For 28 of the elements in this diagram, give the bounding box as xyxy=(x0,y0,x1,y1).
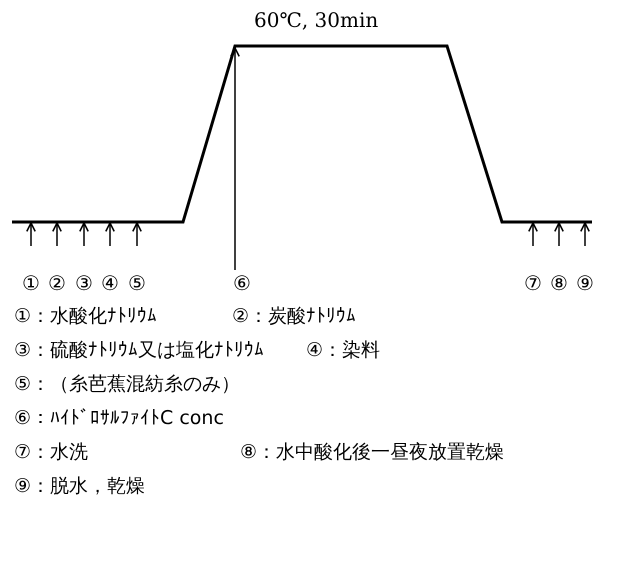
legend-note: ⑥：ﾊｲﾄﾞﾛｻﾙﾌｧｲﾄC conc xyxy=(14,406,224,430)
legend-note: ④：染料 xyxy=(306,338,380,362)
legend-note: ⑤：（糸芭蕉混紡糸のみ） xyxy=(14,372,240,396)
legend-note: ⑦：水洗 xyxy=(14,440,88,464)
arrow xyxy=(52,222,62,246)
step-number: ⑨ xyxy=(576,272,594,294)
legend-note: ③：硫酸ﾅﾄﾘｳﾑ又は塩化ﾅﾄﾘｳﾑ xyxy=(14,338,264,362)
step-number: ① xyxy=(22,272,40,294)
step-number: ⑦ xyxy=(524,272,542,294)
step-number: ④ xyxy=(101,272,119,294)
legend-note: ⑨：脱水，乾燥 xyxy=(14,474,146,498)
arrow xyxy=(105,222,115,246)
arrow xyxy=(132,222,142,246)
legend-note: ②：炭酸ﾅﾄﾘｳﾑ xyxy=(232,304,356,328)
temperature-time-label: 60℃, 30min xyxy=(254,8,378,32)
legend-note: ⑧：水中酸化後一昼夜放置乾燥 xyxy=(240,440,504,464)
step-number: ⑧ xyxy=(550,272,568,294)
legend-note: ①：水酸化ﾅﾄﾘｳﾑ xyxy=(14,304,158,328)
arrow xyxy=(26,222,36,246)
step-number: ③ xyxy=(75,272,93,294)
arrow xyxy=(79,222,89,246)
arrow xyxy=(230,47,240,270)
arrow xyxy=(554,222,564,246)
step-number: ⑤ xyxy=(128,272,146,294)
step-number: ⑥ xyxy=(233,272,251,294)
arrow xyxy=(528,222,538,246)
arrow xyxy=(580,222,590,246)
step-number: ② xyxy=(48,272,66,294)
